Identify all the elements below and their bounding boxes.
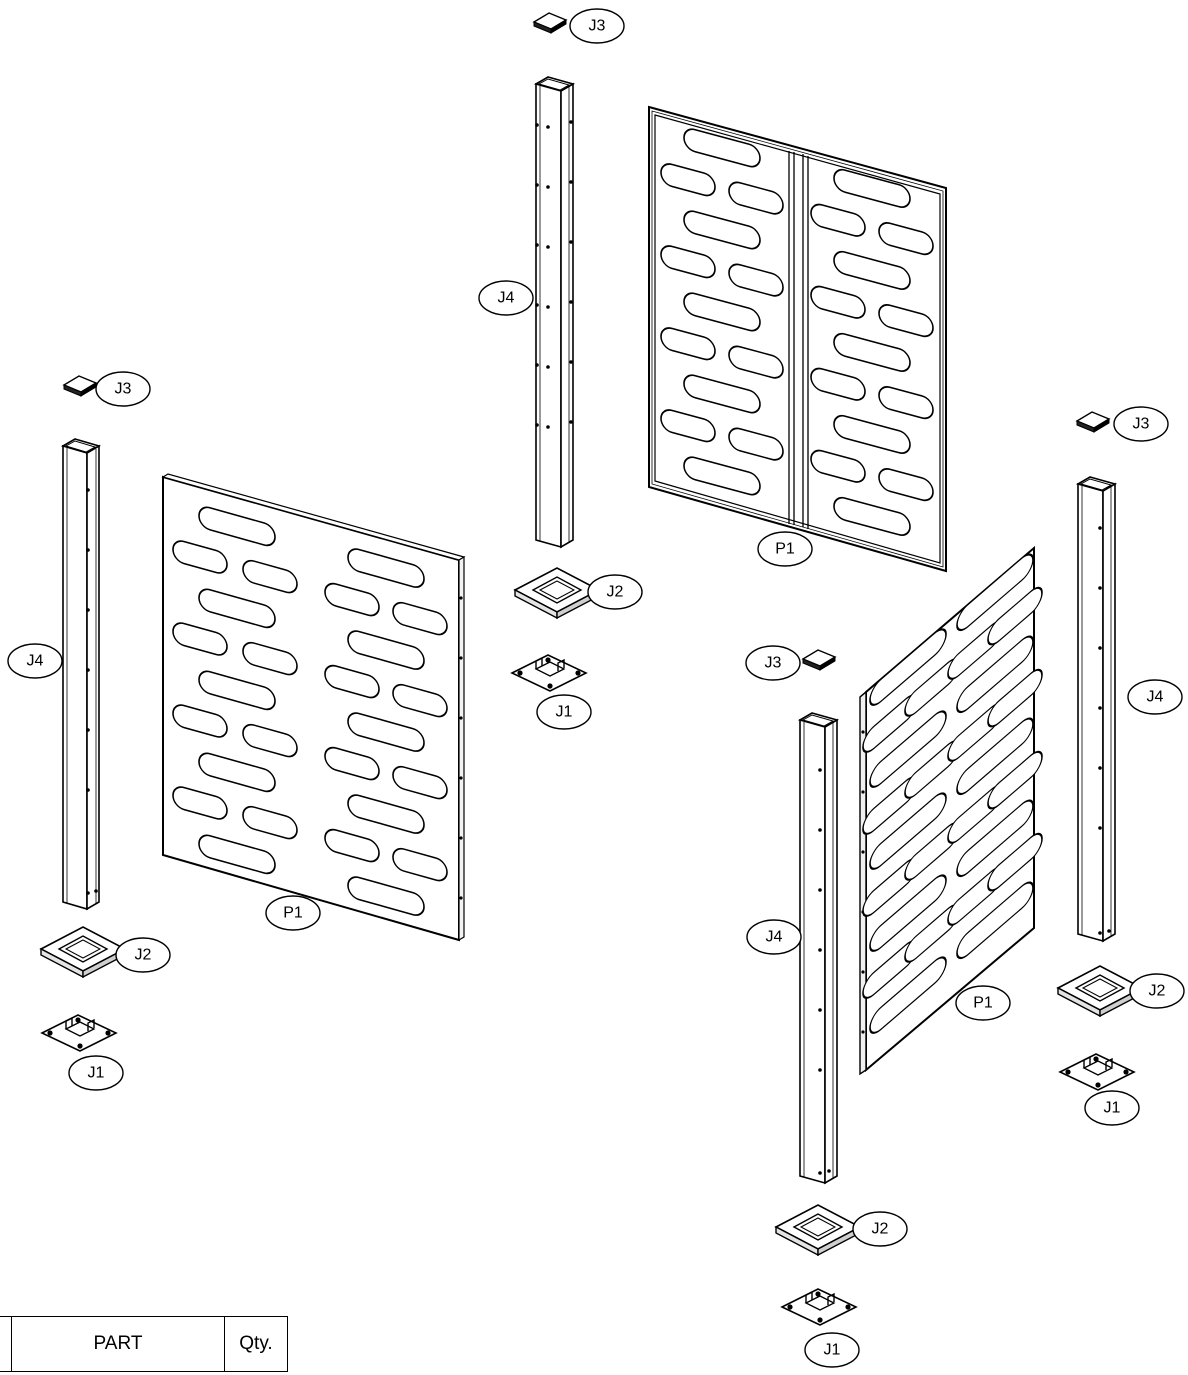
cap-j3-left xyxy=(63,375,97,397)
baseplate-j1-front xyxy=(781,1288,857,1326)
parts-table-id-header xyxy=(0,1316,12,1372)
callout-j1-front: J1 xyxy=(824,1342,841,1359)
callout-j4-center: J4 xyxy=(498,290,515,307)
callout-j2-left: J2 xyxy=(135,947,152,964)
flange-j2-left xyxy=(40,926,126,978)
cap-j3-top xyxy=(533,12,567,34)
callout-j2-right: J2 xyxy=(1149,983,1166,1000)
callout-j3-right: J3 xyxy=(1133,416,1150,433)
post-j4-front xyxy=(797,712,840,1185)
flange-j2-front xyxy=(775,1204,861,1256)
baseplate-j1-right xyxy=(1059,1053,1135,1091)
parts-table: PART Qty. xyxy=(0,1316,288,1372)
post-j4-right xyxy=(1075,476,1118,943)
callout-j4-right: J4 xyxy=(1147,689,1164,706)
callout-p1-back: P1 xyxy=(775,541,795,558)
callout-j1-right: J1 xyxy=(1104,1100,1121,1117)
parts-table-part-header: PART xyxy=(11,1316,225,1372)
baseplate-j1-center xyxy=(511,654,587,692)
callout-j4-front: J4 xyxy=(766,929,783,946)
parts-table-header-row: PART Qty. xyxy=(0,1316,288,1372)
panel-p1-back xyxy=(648,105,947,573)
baseplate-j1-left xyxy=(41,1014,117,1052)
cap-j3-mid xyxy=(802,649,836,671)
panel-p1-left xyxy=(161,473,466,942)
callout-j1-center: J1 xyxy=(556,704,573,721)
callout-j2-front: J2 xyxy=(872,1221,889,1238)
panel-p1-right xyxy=(859,545,1044,1076)
flange-j2-center xyxy=(514,567,600,619)
post-j4-left xyxy=(60,438,102,911)
callout-j3-mid: J3 xyxy=(765,655,782,672)
callout-p1-right: P1 xyxy=(973,995,993,1012)
callout-j4-left: J4 xyxy=(27,653,44,670)
post-j4-center xyxy=(533,76,576,549)
callout-j2-center: J2 xyxy=(607,584,624,601)
callout-j3-left: J3 xyxy=(115,381,132,398)
callout-j1-left: J1 xyxy=(88,1065,105,1082)
cap-j3-right xyxy=(1076,411,1110,433)
parts-table-qty-header: Qty. xyxy=(224,1316,288,1372)
callout-p1-left: P1 xyxy=(283,905,303,922)
callout-j3-top: J3 xyxy=(589,18,606,35)
